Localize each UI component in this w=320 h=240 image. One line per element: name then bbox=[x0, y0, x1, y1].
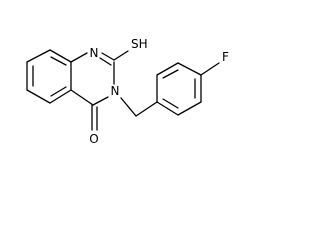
bond bbox=[26, 89, 51, 104]
atom-label-n3: N bbox=[111, 84, 120, 98]
benzyl-group bbox=[120, 97, 158, 117]
double-bond-inner bbox=[162, 69, 179, 79]
bond bbox=[101, 52, 115, 61]
bond bbox=[26, 49, 51, 63]
bond bbox=[156, 101, 179, 116]
bond bbox=[177, 62, 202, 76]
atom-label-f: F bbox=[222, 50, 229, 64]
bond bbox=[177, 101, 202, 116]
fluorophenyl-ring bbox=[156, 62, 220, 116]
bond bbox=[156, 62, 179, 76]
double-bond-inner bbox=[50, 86, 67, 97]
double-bond-inner bbox=[50, 56, 67, 66]
thiol-bond bbox=[113, 50, 129, 61]
atom-label-o: O bbox=[89, 132, 98, 146]
pyrimidinone-ring bbox=[70, 50, 129, 131]
double-bond-inner bbox=[99, 57, 112, 66]
chemical-structure-diagram: N N SH O F bbox=[26, 37, 229, 146]
bond bbox=[135, 101, 158, 117]
benzo-ring bbox=[26, 49, 72, 104]
bond bbox=[120, 97, 137, 117]
bond bbox=[49, 89, 72, 104]
atom-label-n1: N bbox=[90, 46, 99, 60]
bond bbox=[70, 52, 88, 63]
bond bbox=[49, 49, 72, 63]
bond bbox=[92, 96, 109, 106]
fluoro-bond bbox=[200, 62, 220, 76]
atom-label-sh: SH bbox=[131, 37, 148, 51]
double-bond-inner bbox=[162, 98, 179, 109]
bond bbox=[70, 89, 94, 106]
